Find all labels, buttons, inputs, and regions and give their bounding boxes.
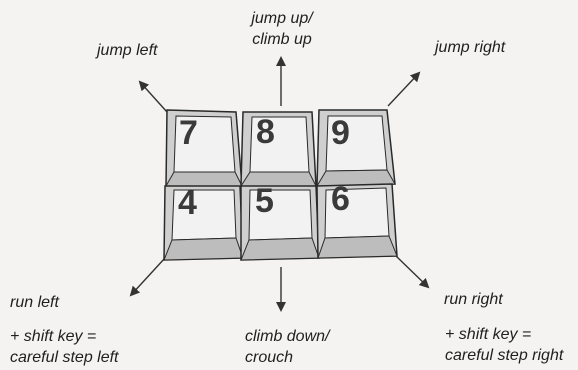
label-run-left: run left — [10, 292, 59, 313]
key-6: 6 — [317, 180, 397, 258]
label-run-left-text: run left — [10, 294, 59, 311]
key-9-label: 9 — [331, 114, 350, 152]
label-run-right-shift-line2: careful step right — [445, 345, 563, 366]
label-run-right: run right — [444, 289, 503, 310]
key-6-label: 6 — [331, 180, 350, 218]
label-jump-right-text: jump right — [435, 39, 505, 56]
label-run-right-shift: + shift key = careful step right — [445, 324, 563, 366]
label-jump-up-line1: jump up/ — [236, 8, 328, 29]
label-jump-right: jump right — [435, 37, 505, 58]
label-climb-down-line2: crouch — [245, 347, 329, 368]
label-run-left-shift-line1: + shift key = — [10, 326, 119, 347]
label-run-left-shift: + shift key = careful step left — [10, 326, 119, 368]
key-4: 4 — [164, 184, 243, 260]
key-9: 9 — [317, 110, 395, 186]
label-climb-down-line1: climb down/ — [245, 326, 329, 347]
arrow-up-left — [140, 82, 167, 112]
label-run-right-shift-line1: + shift key = — [445, 324, 563, 345]
key-4-label: 4 — [178, 184, 197, 222]
label-jump-left: jump left — [97, 40, 157, 61]
arrow-down-left — [131, 258, 165, 295]
key-8: 8 — [241, 112, 316, 186]
key-7-label: 7 — [179, 114, 198, 152]
key-5-label: 5 — [255, 182, 274, 220]
label-jump-left-text: jump left — [97, 42, 157, 59]
label-jump-up: jump up/ climb up — [236, 8, 328, 50]
key-5: 5 — [241, 182, 319, 260]
label-run-right-text: run right — [444, 291, 503, 308]
arrow-up-right — [388, 73, 419, 106]
arrow-down-right — [396, 256, 428, 287]
label-climb-down: climb down/ crouch — [245, 326, 329, 368]
key-8-label: 8 — [256, 113, 275, 151]
label-jump-up-line2: climb up — [236, 29, 328, 50]
key-7: 7 — [166, 110, 242, 186]
label-run-left-shift-line2: careful step left — [10, 347, 119, 368]
